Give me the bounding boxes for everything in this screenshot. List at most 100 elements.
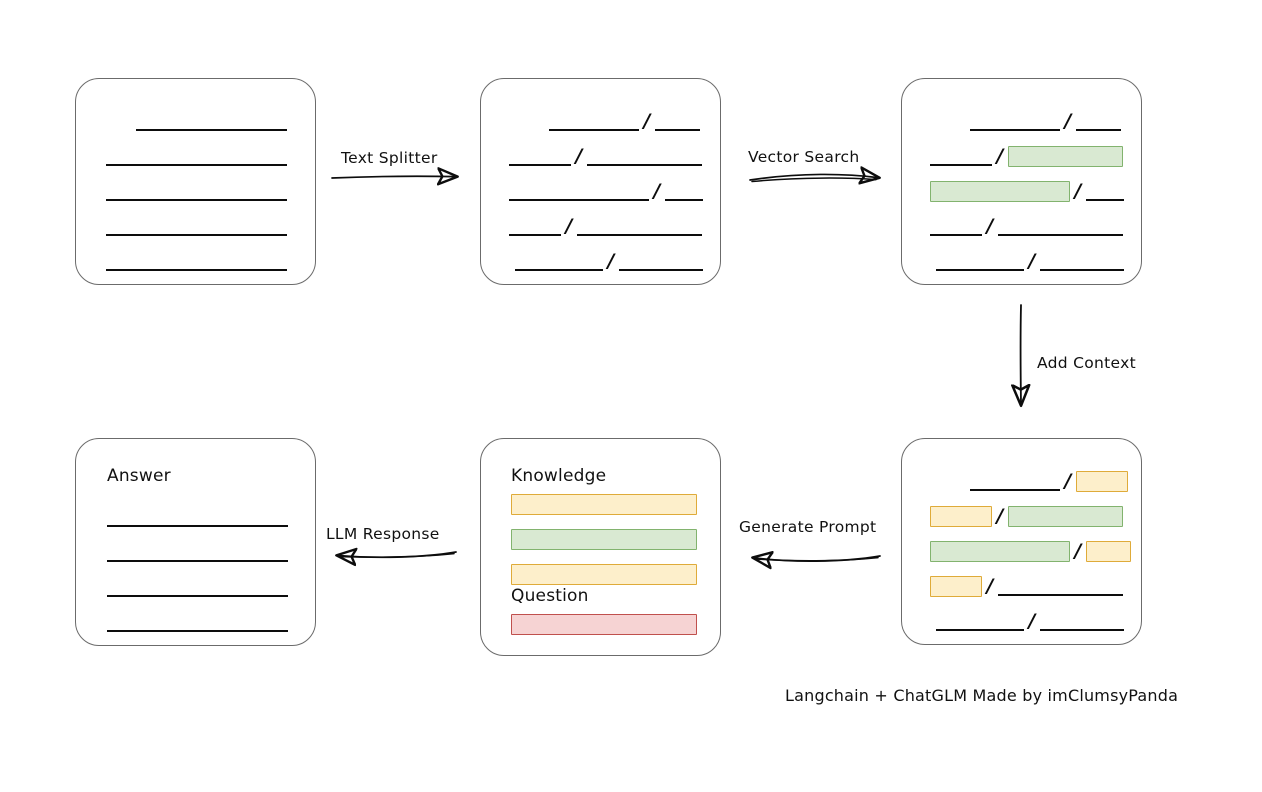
chunk-separator: / bbox=[653, 180, 661, 202]
answer-lines bbox=[107, 507, 291, 645]
green-highlight-bar bbox=[930, 180, 1070, 202]
knowledge-heading: Knowledge bbox=[511, 466, 607, 486]
text-underline bbox=[936, 611, 1024, 631]
node-search-hits[interactable]: / / / / / bbox=[901, 78, 1142, 285]
text-row bbox=[106, 251, 287, 271]
chunk-separator: / bbox=[1074, 540, 1082, 562]
text-row bbox=[106, 111, 287, 131]
chunk-separator: / bbox=[1028, 250, 1036, 272]
text-underline bbox=[549, 111, 639, 131]
text-underline bbox=[106, 216, 287, 236]
text-row bbox=[511, 563, 697, 585]
text-underline bbox=[577, 216, 702, 236]
text-row: / bbox=[930, 505, 1123, 527]
text-row: / bbox=[930, 111, 1121, 131]
text-underline bbox=[106, 251, 287, 271]
text-row: / bbox=[930, 145, 1123, 167]
yellow-highlight-bar bbox=[1076, 470, 1128, 492]
text-row: / bbox=[509, 111, 700, 131]
yellow-highlight-bar bbox=[511, 563, 697, 585]
green-highlight-bar bbox=[930, 540, 1070, 562]
text-row: / bbox=[930, 611, 1124, 631]
node-split-chunks[interactable]: / / / / / bbox=[480, 78, 721, 285]
green-highlight-bar bbox=[1008, 505, 1123, 527]
node-answer[interactable]: Answer bbox=[75, 438, 316, 646]
text-row: / bbox=[509, 146, 702, 166]
text-underline bbox=[509, 216, 561, 236]
text-row bbox=[107, 612, 288, 632]
text-underline bbox=[998, 576, 1123, 596]
search-hit-lines: / / / / / bbox=[930, 111, 1124, 284]
answer-heading: Answer bbox=[107, 466, 171, 486]
chunk-separator: / bbox=[986, 215, 994, 237]
text-row: / bbox=[509, 216, 702, 236]
text-underline bbox=[970, 111, 1060, 131]
node-source-document[interactable] bbox=[75, 78, 316, 285]
text-underline bbox=[136, 111, 287, 131]
green-highlight-bar bbox=[1008, 145, 1123, 167]
text-row: / bbox=[930, 216, 1123, 236]
text-underline bbox=[1076, 111, 1121, 131]
document-lines bbox=[106, 111, 291, 284]
text-underline bbox=[998, 216, 1123, 236]
text-row bbox=[107, 577, 288, 597]
text-underline bbox=[930, 216, 982, 236]
text-row: / bbox=[509, 181, 703, 201]
text-underline bbox=[936, 251, 1024, 271]
text-row bbox=[511, 613, 697, 635]
text-underline bbox=[655, 111, 700, 131]
edge-llm-response bbox=[338, 552, 457, 557]
chunk-separator: / bbox=[565, 215, 573, 237]
text-row: / bbox=[930, 540, 1131, 562]
split-chunk-lines: / / / / / bbox=[509, 111, 703, 284]
node-prompt[interactable]: Knowledge Question bbox=[480, 438, 721, 656]
text-row bbox=[106, 216, 287, 236]
yellow-highlight-bar bbox=[511, 493, 697, 515]
text-underline bbox=[509, 181, 649, 201]
text-underline bbox=[509, 146, 571, 166]
text-row: / bbox=[509, 251, 703, 271]
chunk-separator: / bbox=[1028, 610, 1036, 632]
text-row bbox=[106, 181, 287, 201]
chunk-separator: / bbox=[1064, 110, 1072, 132]
text-row bbox=[107, 507, 288, 527]
chunk-separator: / bbox=[996, 145, 1004, 167]
text-underline bbox=[970, 471, 1060, 491]
edge-label-generate-prompt: Generate Prompt bbox=[739, 518, 877, 536]
text-underline bbox=[107, 612, 288, 632]
text-underline bbox=[1040, 251, 1124, 271]
text-underline bbox=[106, 146, 287, 166]
node-context-chunks[interactable]: / / / / / bbox=[901, 438, 1142, 645]
footer-credit: Langchain + ChatGLM Made by imClumsyPand… bbox=[785, 686, 1179, 705]
question-bar bbox=[511, 613, 697, 655]
text-row bbox=[511, 528, 697, 550]
knowledge-bars bbox=[511, 493, 697, 655]
yellow-highlight-bar bbox=[930, 505, 992, 527]
text-row: / bbox=[930, 251, 1124, 271]
green-highlight-bar bbox=[511, 528, 697, 550]
question-heading: Question bbox=[511, 586, 589, 606]
text-underline bbox=[107, 577, 288, 597]
text-underline bbox=[106, 181, 287, 201]
edge-label-vector-search: Vector Search bbox=[748, 148, 860, 166]
edge-generate-prompt bbox=[754, 556, 881, 561]
text-row: / bbox=[930, 470, 1128, 492]
chunk-separator: / bbox=[575, 145, 583, 167]
yellow-highlight-bar bbox=[930, 575, 982, 597]
chunk-separator: / bbox=[986, 575, 994, 597]
chunk-separator: / bbox=[1074, 180, 1082, 202]
chunk-separator: / bbox=[643, 110, 651, 132]
edge-label-llm-response: LLM Response bbox=[326, 525, 440, 543]
chunk-separator: / bbox=[1064, 470, 1072, 492]
yellow-highlight-bar bbox=[1086, 540, 1131, 562]
text-row: / bbox=[930, 180, 1124, 202]
text-underline bbox=[619, 251, 703, 271]
text-underline bbox=[665, 181, 703, 201]
edge-label-text-splitter: Text Splitter bbox=[341, 149, 438, 167]
text-underline bbox=[930, 146, 992, 166]
context-chunk-lines: / / / / / bbox=[930, 470, 1131, 644]
text-row bbox=[511, 493, 697, 515]
text-underline bbox=[587, 146, 702, 166]
text-underline bbox=[1040, 611, 1124, 631]
